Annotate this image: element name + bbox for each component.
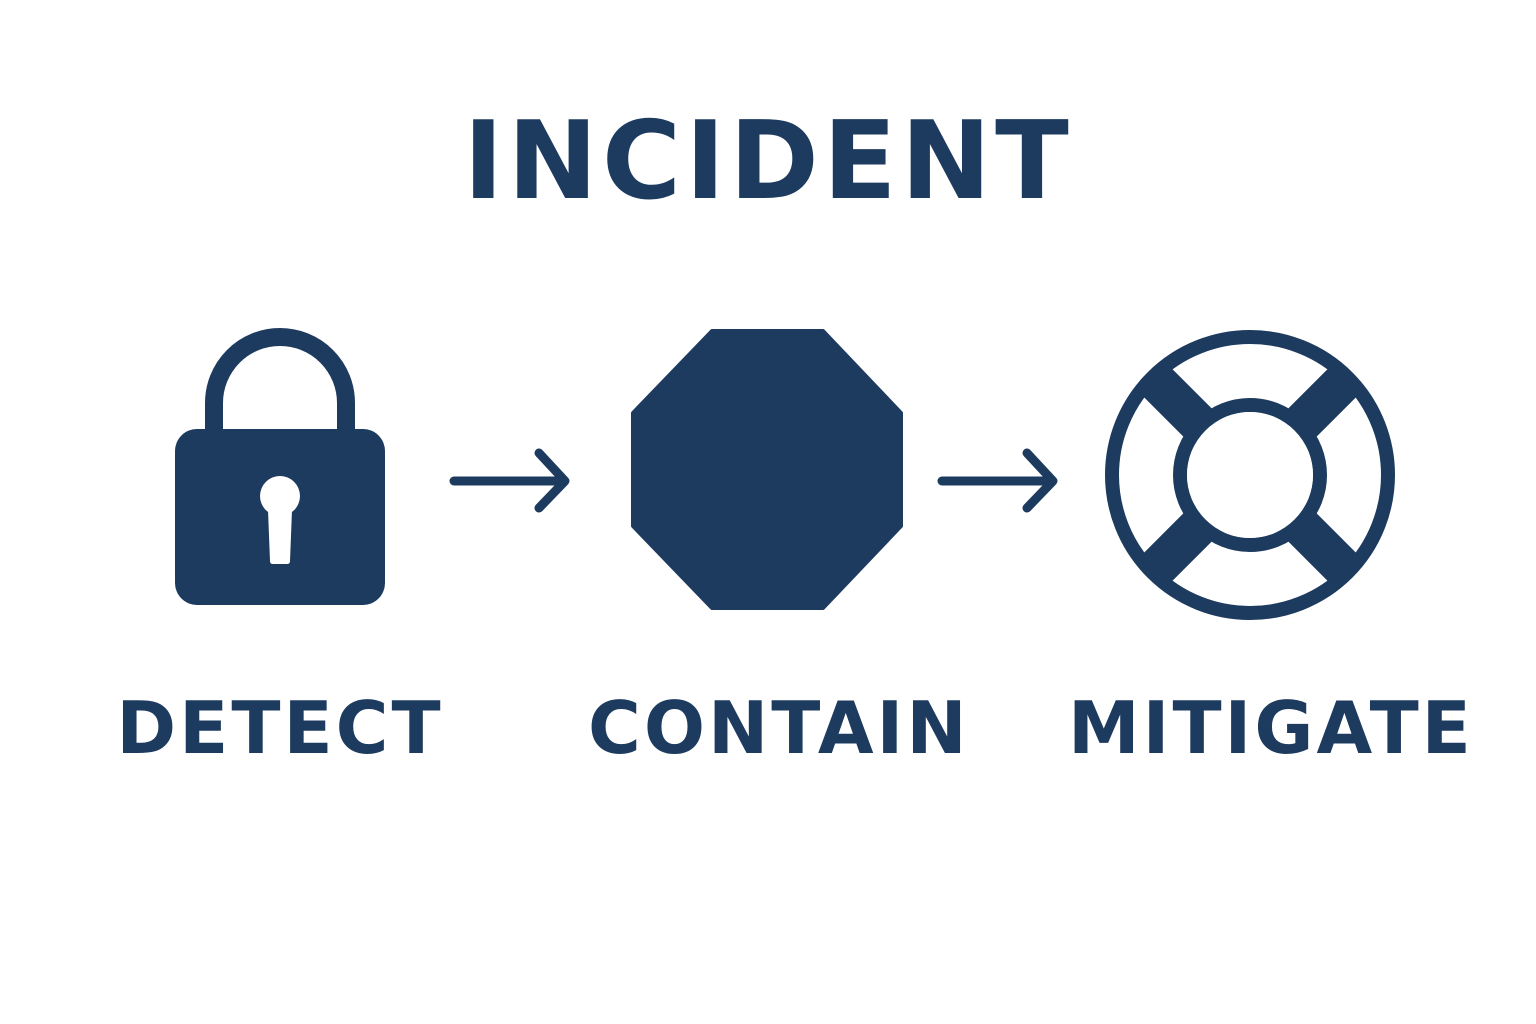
- padlock-icon: [175, 328, 385, 605]
- step-label-detect: DETECT: [116, 686, 444, 770]
- step-label-contain: CONTAIN: [588, 686, 970, 770]
- arrow-right-icon: [449, 448, 570, 513]
- diagram-title: INCIDENT: [463, 99, 1073, 224]
- octagon-stop-icon: [631, 329, 903, 610]
- arrow-right-icon: [937, 448, 1058, 513]
- step-label-mitigate: MITIGATE: [1068, 686, 1474, 770]
- lifebuoy-icon: [1105, 330, 1395, 620]
